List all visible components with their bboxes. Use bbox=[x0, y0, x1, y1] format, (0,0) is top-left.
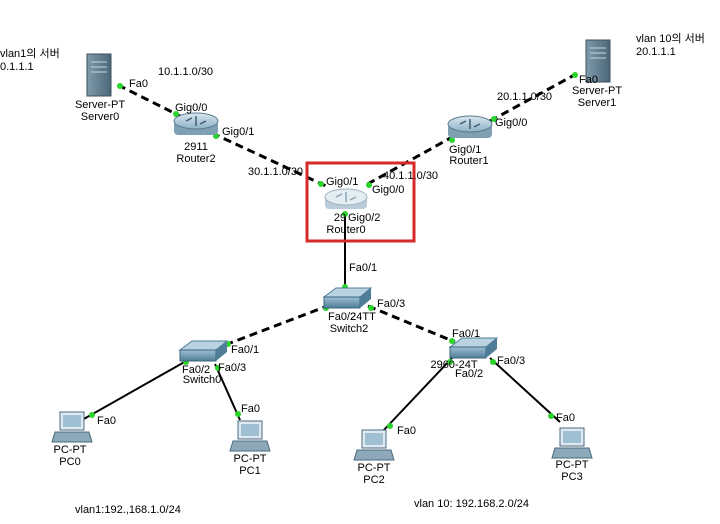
port-label: Gig0/1 bbox=[222, 126, 254, 138]
link-dot bbox=[387, 423, 393, 429]
note-vlan1-subnet: vlan1:192.,168.1.0/24 bbox=[75, 504, 181, 516]
link-switch0-pc1 bbox=[214, 363, 241, 421]
router0-name-label: Router0 bbox=[326, 224, 365, 236]
link-dot bbox=[447, 359, 453, 365]
port-label: Fa0 bbox=[397, 425, 416, 437]
pc0-type-label: PC-PT bbox=[54, 444, 87, 456]
link-dot bbox=[572, 72, 578, 78]
router0-highlight-box bbox=[305, 161, 416, 243]
port-label: Gig0/0 bbox=[175, 102, 207, 114]
port-label: Fa0/3 bbox=[377, 298, 405, 310]
link-router1-server1 bbox=[489, 71, 579, 123]
note-vlan10-server: vlan 10의 서버 bbox=[636, 32, 705, 45]
pc3-name-label: PC3 bbox=[561, 471, 582, 483]
link-router1-router0 bbox=[363, 134, 455, 188]
server1-name-label: Server1 bbox=[578, 97, 617, 109]
server1-type-label: Server-PT bbox=[572, 85, 622, 97]
switch2-icon[interactable] bbox=[322, 287, 373, 309]
link-dot bbox=[368, 305, 374, 311]
pc0-name-label: PC0 bbox=[59, 456, 80, 468]
port-label: Fa0/3 bbox=[218, 362, 246, 374]
link-router2-router0 bbox=[211, 131, 327, 188]
link-switch1-pc3 bbox=[489, 357, 561, 423]
port-label: Gig0/1 bbox=[326, 176, 358, 188]
note-vlan1-server: vlan1의 서버 bbox=[0, 47, 60, 60]
note-vlan10-server-ip: 20.1.1.1 bbox=[636, 46, 676, 58]
link-switch2-switch0 bbox=[224, 303, 331, 347]
pc2-type-label: PC-PT bbox=[358, 462, 391, 474]
switch2-name-label: Switch2 bbox=[330, 323, 369, 335]
link-switch1-pc2 bbox=[381, 357, 453, 433]
pc3-type-label: PC-PT bbox=[556, 459, 589, 471]
port-label: Fa0 bbox=[579, 74, 598, 86]
port-label: Fa0/1 bbox=[231, 344, 259, 356]
link-dot bbox=[215, 365, 221, 371]
link-switch2-switch1 bbox=[367, 304, 456, 344]
link-dot bbox=[318, 181, 324, 187]
port-label: Fa0/1 bbox=[349, 262, 377, 274]
server1-icon[interactable] bbox=[585, 39, 611, 83]
network-label-20: 20.1.1.0/30 bbox=[497, 91, 552, 103]
link-dot bbox=[449, 137, 455, 143]
port-label: Gig0/2 bbox=[348, 212, 380, 224]
port-label: Fa0/2 bbox=[455, 368, 483, 380]
pc2-name-label: PC2 bbox=[363, 474, 384, 486]
pc1-icon[interactable] bbox=[229, 420, 271, 452]
note-vlan1-server-ip: 0.1.1.1 bbox=[0, 61, 34, 73]
pc0-icon[interactable] bbox=[51, 411, 93, 443]
link-switch0-pc0 bbox=[81, 359, 189, 421]
pc2-icon[interactable] bbox=[353, 429, 395, 461]
port-label: Fa0/3 bbox=[497, 355, 525, 367]
switch2-model-label: 24TT bbox=[350, 311, 376, 323]
switch0-icon[interactable] bbox=[178, 340, 229, 362]
port-label: Gig0/0 bbox=[372, 184, 404, 196]
port-label: Gig0/0 bbox=[495, 117, 527, 129]
pc3-icon[interactable] bbox=[551, 427, 593, 459]
pc1-name-label: PC1 bbox=[239, 465, 260, 477]
link-dot bbox=[491, 116, 497, 122]
router2-icon[interactable] bbox=[173, 112, 219, 135]
server0-type-label: Server-PT bbox=[75, 99, 125, 111]
router2-name-label: Router2 bbox=[176, 153, 215, 165]
network-label-30: 30.1.1.0/30 bbox=[248, 166, 303, 178]
link-status-dots bbox=[89, 72, 578, 429]
port-label: Fa0 bbox=[241, 403, 260, 415]
link-dot bbox=[449, 338, 455, 344]
switch1-model-label: 2960-24T bbox=[430, 359, 477, 371]
link-dot bbox=[89, 412, 95, 418]
network-label-40: 40.1.1.0/30 bbox=[383, 170, 438, 182]
port-label: Fa0 bbox=[556, 412, 575, 424]
port-label: Fa0/2 bbox=[328, 311, 356, 323]
server0-name-label: Server0 bbox=[81, 111, 120, 123]
router2-model-label: 2911 bbox=[184, 141, 208, 153]
link-server0-router2 bbox=[117, 83, 181, 118]
port-label: Gig0/1 bbox=[449, 144, 481, 156]
switch1-icon[interactable] bbox=[448, 337, 499, 359]
link-dot bbox=[548, 413, 554, 419]
router0-icon[interactable] bbox=[324, 188, 368, 209]
port-label: Fa0/1 bbox=[452, 328, 480, 340]
router0-model-label: 29 bbox=[334, 212, 346, 224]
switch0-name-label: Switch0 bbox=[183, 374, 222, 386]
note-vlan10-subnet: vlan 10: 192.168.2.0/24 bbox=[414, 498, 529, 510]
link-dot bbox=[173, 111, 179, 117]
port-label: Fa0/2 bbox=[182, 364, 210, 376]
link-dot bbox=[366, 182, 372, 188]
port-label: Fa0 bbox=[129, 78, 148, 90]
port-label: Fa0 bbox=[97, 415, 116, 427]
network-label-10: 10.1.1.0/30 bbox=[158, 66, 213, 78]
link-dot bbox=[490, 359, 496, 365]
router1-name-label: Router1 bbox=[449, 155, 488, 167]
server0-icon[interactable] bbox=[86, 53, 112, 97]
router1-icon[interactable] bbox=[447, 115, 493, 138]
link-dot bbox=[342, 211, 348, 217]
pc1-type-label: PC-PT bbox=[234, 453, 267, 465]
link-dot bbox=[117, 83, 123, 89]
link-dot bbox=[235, 411, 241, 417]
